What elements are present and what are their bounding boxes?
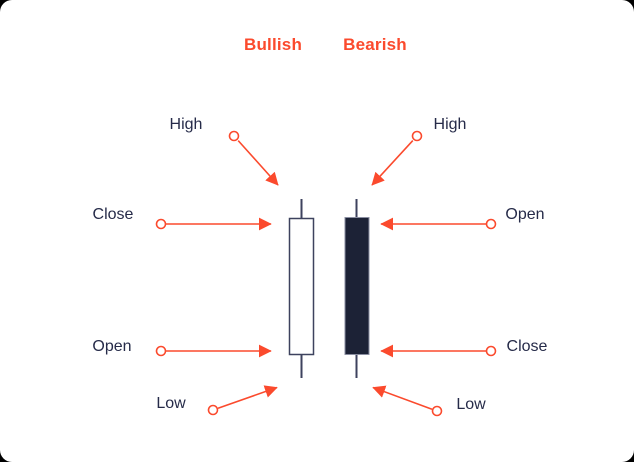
bullish-open-label: Open [92, 338, 132, 355]
bullish-title: Bullish [243, 35, 303, 54]
bullish-high-label: High [169, 116, 203, 133]
bullish-close-label: Close [92, 206, 134, 223]
bearish-close-label: Close [506, 338, 548, 355]
bearish-open-label: Open [505, 206, 545, 223]
bullish-candle [288, 199, 315, 378]
bearish-low-arrow-icon [372, 385, 443, 417]
bullish-low-label: Low [156, 395, 186, 412]
bullish-close-arrow-icon [155, 217, 272, 231]
bearish-low-label: Low [456, 396, 486, 413]
bullish-body [288, 217, 315, 356]
bearish-open-arrow-icon [380, 217, 497, 231]
bearish-candle [344, 199, 370, 378]
bullish-high-arrow-icon [228, 130, 279, 186]
bearish-high-arrow-icon [371, 130, 423, 186]
bullish-open-arrow-icon [155, 344, 272, 358]
bearish-close-arrow-icon [380, 344, 497, 358]
bearish-body [344, 217, 370, 355]
bearish-high-label: High [433, 116, 467, 133]
bearish-title: Bearish [343, 35, 407, 54]
bullish-low-arrow-icon [207, 385, 278, 416]
